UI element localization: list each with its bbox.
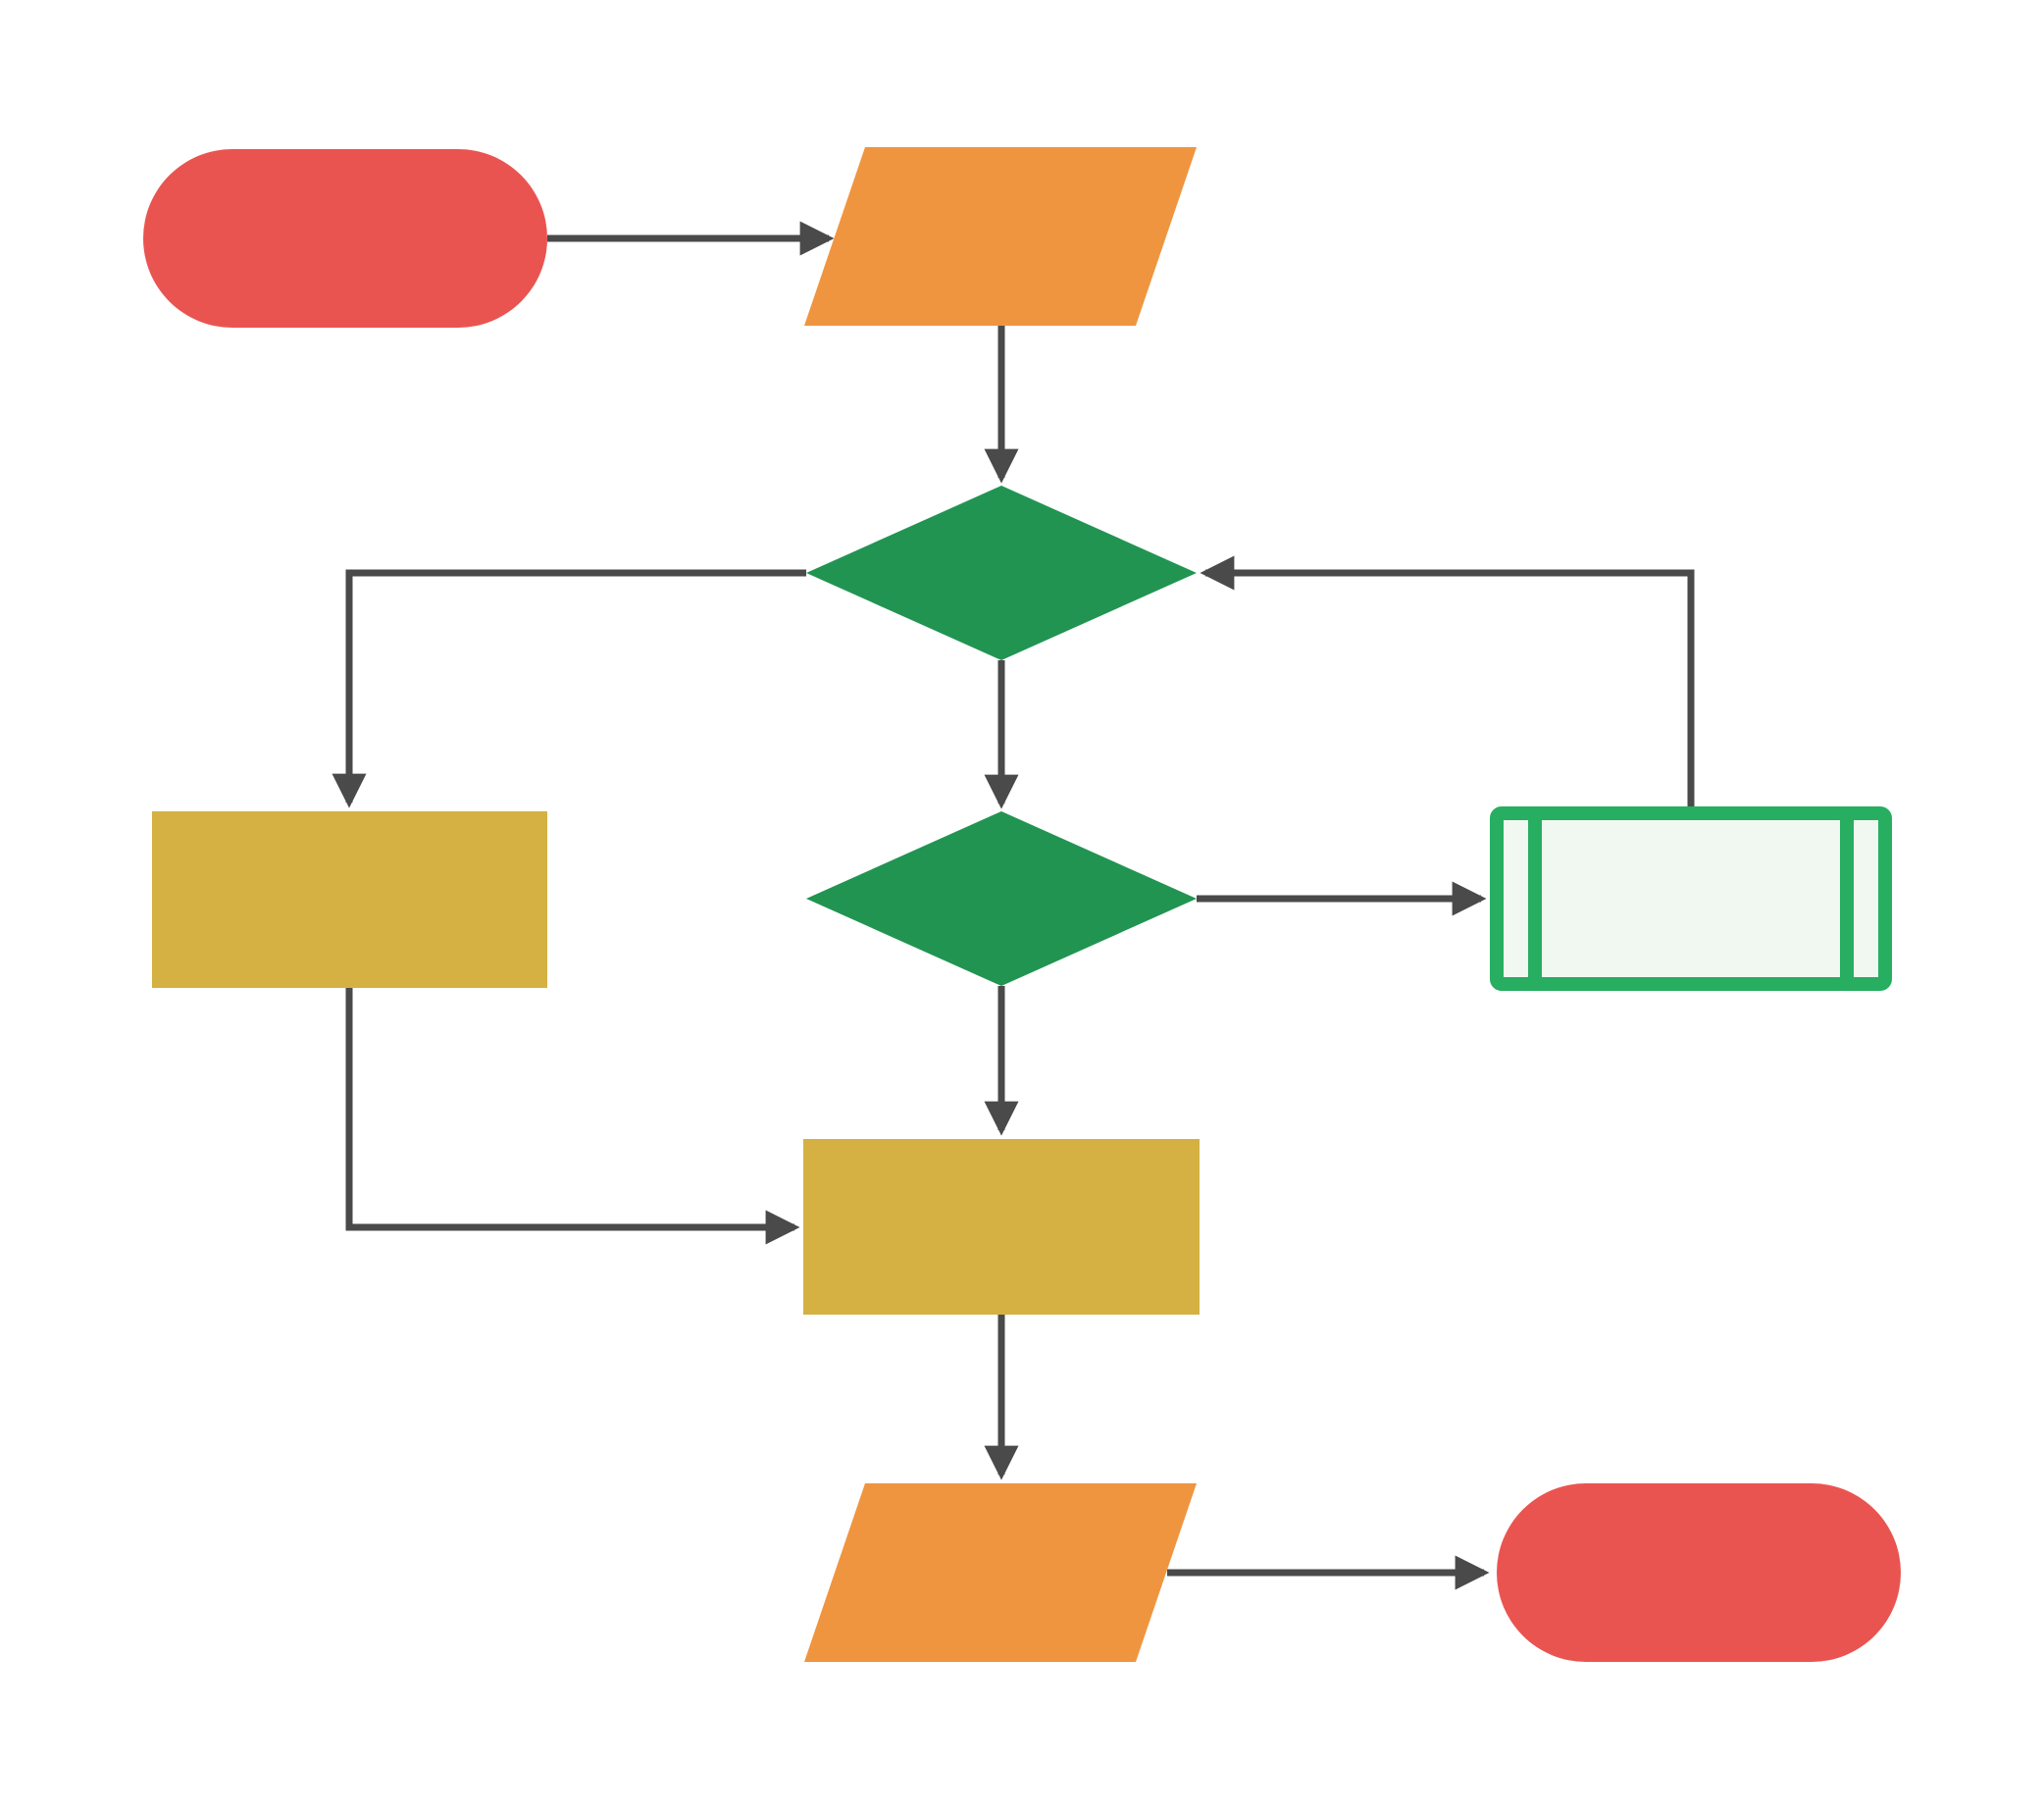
connector-line xyxy=(332,569,806,808)
connector-line xyxy=(1200,555,1695,806)
io-parallelogram-shape xyxy=(804,1483,1197,1662)
node-start[interactable] xyxy=(143,149,547,328)
process-rect-shape xyxy=(803,1139,1200,1315)
io-parallelogram-shape xyxy=(804,147,1197,326)
node-input[interactable] xyxy=(804,147,1197,326)
nodes-layer xyxy=(143,147,1901,1662)
decision-diamond-shape xyxy=(806,486,1197,660)
connector-e-sub-decision1[interactable] xyxy=(1200,555,1695,806)
terminator-shape xyxy=(1497,1483,1901,1662)
node-output[interactable] xyxy=(804,1483,1197,1662)
node-end[interactable] xyxy=(1497,1483,1901,1662)
node-decision-1[interactable] xyxy=(806,486,1197,660)
subroutine-body-shape xyxy=(1490,806,1892,991)
process-rect-shape xyxy=(152,811,547,988)
node-subroutine[interactable] xyxy=(1490,806,1892,991)
terminator-shape xyxy=(143,149,547,328)
connector-line xyxy=(345,988,800,1245)
node-decision-2[interactable] xyxy=(806,811,1197,986)
connector-e-left-center[interactable] xyxy=(345,988,800,1245)
connector-e-decision1-left[interactable] xyxy=(332,569,806,808)
node-process-center[interactable] xyxy=(803,1139,1200,1315)
decision-diamond-shape xyxy=(806,811,1197,986)
edges-layer xyxy=(332,221,1695,1590)
node-process-left[interactable] xyxy=(152,811,547,988)
